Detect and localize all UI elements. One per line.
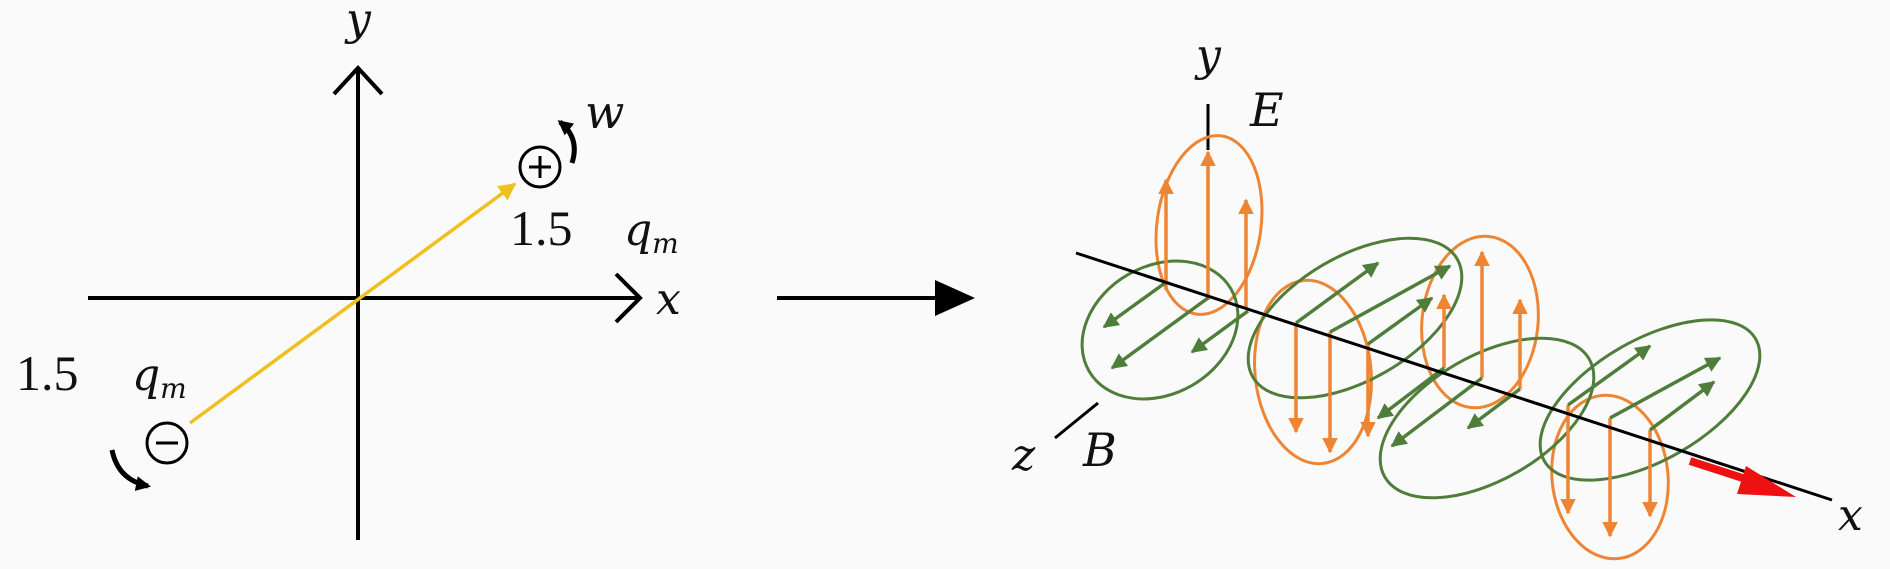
electric-field-label: E — [1249, 83, 1284, 137]
magnetic-field-lobes — [1080, 236, 1762, 500]
b-arrow — [1566, 344, 1652, 407]
e-lobe-3 — [1420, 234, 1540, 410]
b-lobe-2 — [1246, 236, 1464, 400]
rotation-label: w — [585, 85, 624, 139]
positive-charge-label: qm — [624, 205, 679, 260]
b-arrow — [1609, 356, 1722, 420]
electric-field-arrows — [1158, 150, 1658, 538]
b-arrow — [1390, 376, 1484, 448]
negative-charge-subscript: m — [160, 372, 187, 405]
b-lobe-1 — [1080, 259, 1240, 401]
b-lobe-3 — [1378, 336, 1596, 500]
e-lobe-2 — [1253, 278, 1373, 466]
b-arrow — [1648, 380, 1716, 432]
right-x-axis-label: x — [1838, 490, 1863, 541]
b-arrow — [1102, 281, 1167, 329]
b-arrow — [1110, 296, 1210, 370]
propagation-arrow-icon — [1688, 457, 1796, 497]
right-z-axis-label: z — [1011, 430, 1036, 481]
right-y-axis-label: y — [1194, 30, 1222, 81]
b-arrow — [1329, 264, 1452, 334]
dipole-moment-line — [188, 182, 517, 425]
rotation-arrow-negative-icon — [109, 449, 151, 491]
left-x-axis — [88, 272, 643, 324]
negative-charge-symbol: q — [132, 350, 160, 401]
right-x-axis — [1075, 251, 1833, 502]
positive-charge-icon — [518, 145, 562, 189]
b-arrow — [1376, 366, 1446, 420]
b-arrow — [1366, 296, 1434, 346]
negative-charge-label: qm — [132, 350, 187, 405]
electric-field-lobes — [1154, 134, 1670, 561]
positive-magnitude: 1.5 — [510, 200, 573, 256]
left-x-axis-label: x — [656, 274, 681, 325]
negative-magnitude: 1.5 — [16, 345, 79, 401]
left-y-axis — [332, 65, 384, 540]
magnetic-field-arrows — [1102, 261, 1722, 448]
em-wave-panel: y E z B — [1011, 30, 1863, 561]
b-arrow — [1294, 261, 1380, 325]
positive-charge-subscript: m — [652, 227, 679, 260]
rotation-arrow-positive-icon — [557, 120, 577, 164]
e-lobe-4 — [1550, 393, 1670, 561]
right-z-axis — [1054, 401, 1099, 440]
e-lobe-1 — [1154, 134, 1264, 316]
left-y-axis-label: y — [344, 0, 372, 45]
dipole-panel: x y w 1.5 qm 1.5 qm — [16, 0, 681, 540]
b-lobe-4 — [1538, 318, 1762, 482]
negative-charge-icon — [145, 421, 189, 465]
b-arrow — [1190, 309, 1250, 354]
magnetic-field-label: B — [1082, 423, 1117, 477]
transition-arrow-icon — [777, 280, 975, 316]
positive-charge-symbol: q — [624, 205, 652, 256]
